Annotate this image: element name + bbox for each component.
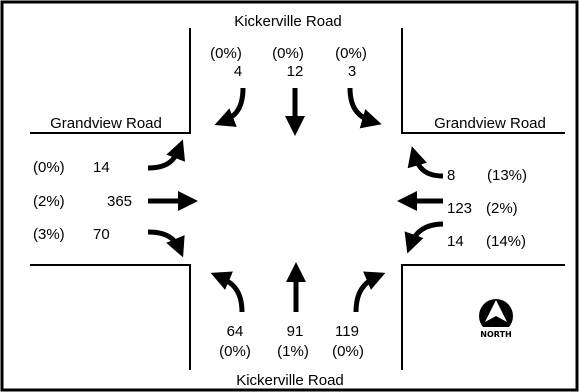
road-edge-sw	[30, 264, 191, 370]
eb-through-volume: 365	[107, 193, 132, 210]
nb-right-volume: 119	[335, 323, 359, 340]
north-arrow-label: NORTH	[480, 330, 511, 339]
road-name-west: Grandview Road	[50, 115, 162, 132]
wb-through-heavy: (2%)	[486, 200, 518, 217]
eb-through-heavy: (2%)	[33, 193, 65, 210]
road-name-south: Kickerville Road	[236, 372, 344, 389]
eb-right-heavy: (3%)	[33, 226, 65, 243]
nb-right-arrow-icon	[353, 271, 386, 313]
wb-right-arrow-icon	[407, 146, 444, 179]
eb-right-volume: 70	[93, 226, 110, 243]
wb-right-volume: 8	[447, 167, 455, 184]
road-edge-nw	[30, 28, 191, 134]
nb-through-volume: 91	[287, 323, 304, 340]
southbound-approach: (0%) (0%) (0%) 4 12 3	[210, 45, 382, 136]
eb-right-arrow-icon	[147, 229, 185, 258]
eb-left-heavy: (0%)	[33, 159, 65, 176]
sb-right-arrow-icon	[347, 87, 382, 129]
road-name-east: Grandview Road	[434, 115, 546, 132]
road-edge-ne	[401, 28, 565, 134]
eastbound-approach: (0%) 14 (2%) 365 (3%) 70	[33, 139, 198, 258]
sb-left-arrow-icon	[214, 87, 246, 127]
wb-through-volume: 123	[447, 200, 472, 217]
sb-through-heavy: (0%)	[272, 45, 304, 62]
wb-left-volume: 14	[447, 233, 464, 250]
sb-through-volume: 12	[287, 63, 304, 80]
nb-left-arrow-icon	[210, 271, 245, 313]
westbound-approach: 8 (13%) 123 (2%) 14 (14%)	[397, 146, 527, 254]
road-name-north: Kickerville Road	[234, 13, 342, 30]
sb-right-heavy: (0%)	[335, 45, 367, 62]
nb-right-heavy: (0%)	[332, 343, 364, 360]
road-edge-se	[401, 264, 565, 370]
north-arrow-icon: NORTH	[479, 299, 513, 339]
northbound-approach: 64 91 119 (0%) (1%) (0%)	[210, 262, 386, 360]
sb-left-volume: 4	[234, 63, 242, 80]
nb-left-volume: 64	[227, 323, 244, 340]
eb-left-volume: 14	[93, 159, 110, 176]
sb-left-heavy: (0%)	[210, 45, 242, 62]
nb-through-heavy: (1%)	[277, 343, 309, 360]
wb-right-heavy: (13%)	[487, 167, 527, 184]
wb-left-arrow-icon	[404, 221, 444, 254]
road-edges	[30, 28, 565, 370]
wb-left-heavy: (14%)	[486, 233, 526, 250]
sb-right-volume: 3	[348, 63, 356, 80]
nb-left-heavy: (0%)	[219, 343, 251, 360]
eb-left-arrow-icon	[147, 139, 186, 171]
